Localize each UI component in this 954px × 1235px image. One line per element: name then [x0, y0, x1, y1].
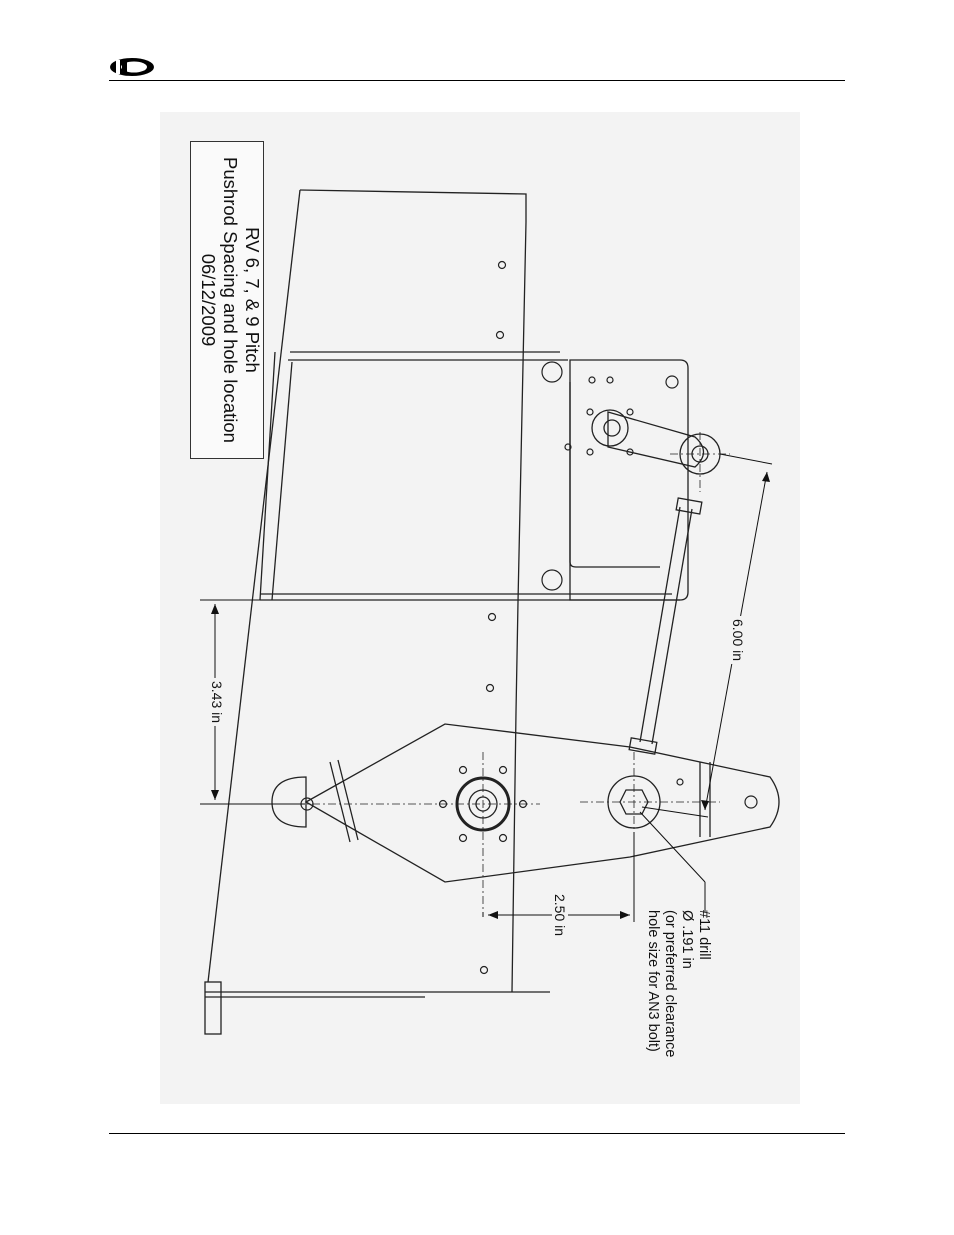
callout-line-4: hole size for AN3 bolt) — [644, 910, 661, 1058]
callout-line-3: (or preferred clearance — [661, 910, 678, 1058]
header-rule — [109, 80, 845, 81]
dim-hole-offset: 3.43 in — [209, 678, 225, 726]
callout-line-1: #11 drill — [695, 910, 712, 1058]
title-line-2: Pushrod Spacing and hole location — [219, 142, 241, 458]
dim-pushrod-length: 6.00 in — [730, 616, 746, 664]
surface-outline — [300, 190, 526, 222]
title-line-1: RV 6, 7, & 9 Pitch — [241, 142, 263, 458]
dim-bellcrank-offset: 2.50 in — [552, 891, 568, 939]
callout-line-2: Ø .191 in — [678, 910, 695, 1058]
servo-arm — [608, 412, 704, 467]
footer-rule — [109, 1133, 845, 1134]
pushrod — [640, 507, 680, 742]
title-line-3: 06/12/2009 — [197, 142, 219, 458]
drill-callout: #11 drill Ø .191 in (or preferred cleara… — [644, 910, 712, 1058]
company-logo-icon — [108, 56, 156, 78]
drawing-title-block: RV 6, 7, & 9 Pitch Pushrod Spacing and h… — [190, 141, 264, 459]
